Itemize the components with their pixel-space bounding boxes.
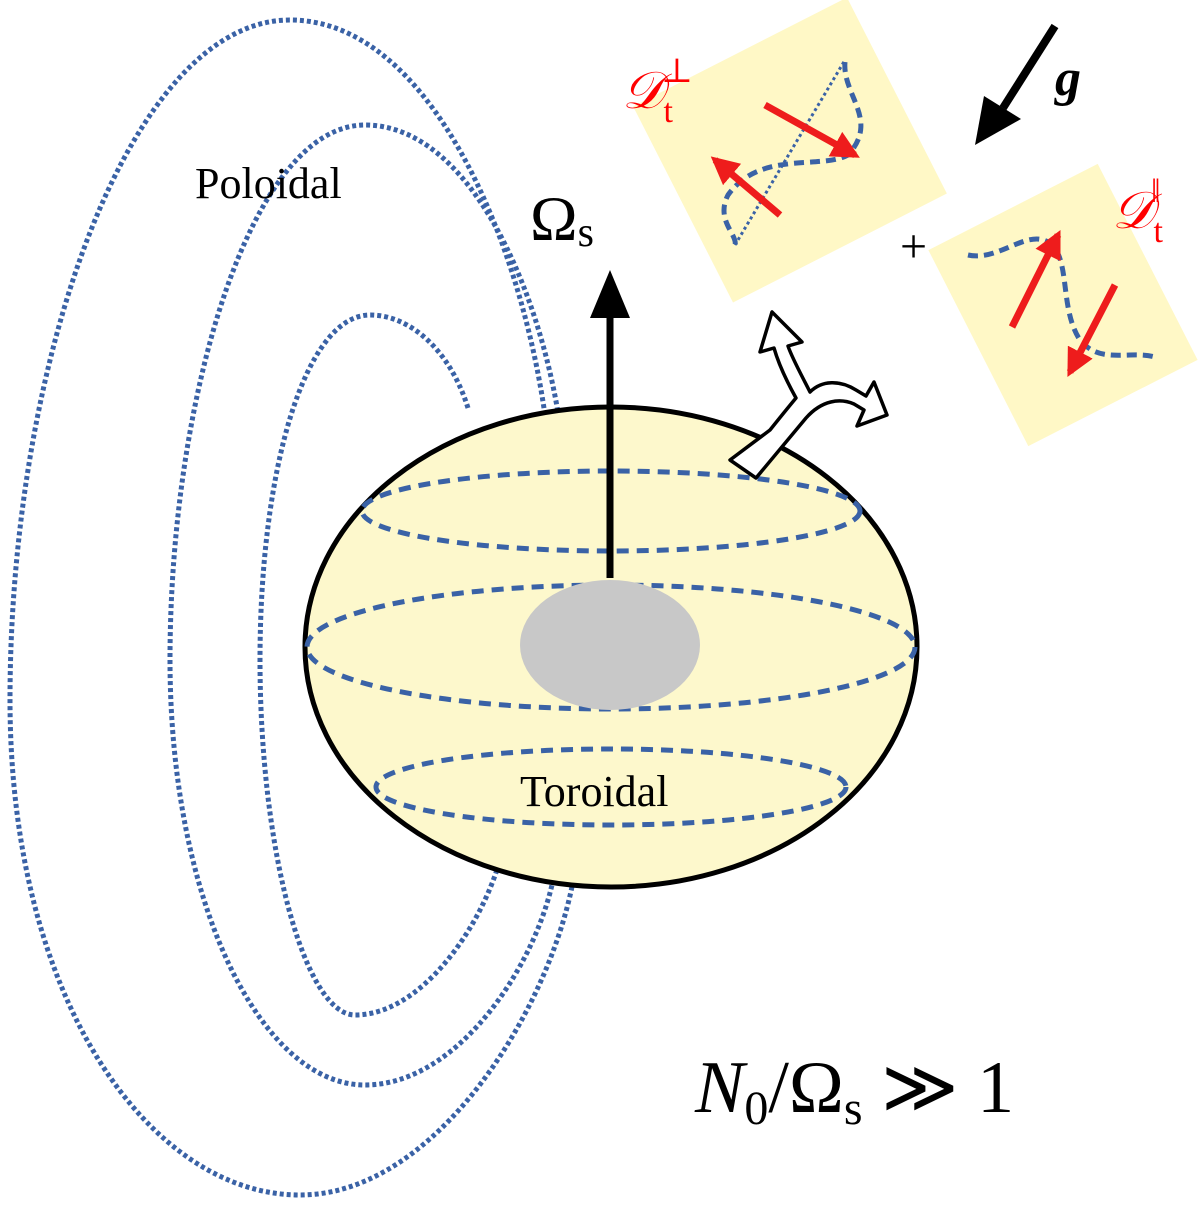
d-perp-sup: ⊥ <box>661 53 693 90</box>
ratio-rest: ≫ 1 <box>863 1047 1014 1129</box>
plus-sign: + <box>900 220 927 273</box>
d-perp-label: 𝒟t⊥ <box>622 53 693 130</box>
ratio-slash: / <box>768 1047 789 1129</box>
ratio-n: N <box>694 1047 748 1129</box>
ratio-omega: Ω <box>789 1047 844 1129</box>
toroidal-ring-upper <box>359 468 863 554</box>
buoyancy-ratio-label: N0/Ωs ≫ 1 <box>694 1047 1014 1135</box>
toroidal-label: Toroidal <box>520 767 668 816</box>
ratio-omega-sub: s <box>844 1082 863 1135</box>
poloidal-label: Poloidal <box>195 159 342 208</box>
omega-s-label: Ωs <box>530 183 594 256</box>
poloidal-field-lines <box>7 17 578 1198</box>
toroidal-ring-lower <box>373 746 849 828</box>
split-arrow-icon <box>728 310 889 480</box>
star <box>302 404 920 890</box>
poloidal-loop-middle <box>167 122 563 1088</box>
panel-d-parallel <box>928 163 1198 447</box>
poloidal-loop-inner <box>257 312 503 1018</box>
gravity-arrow-icon <box>975 23 1059 145</box>
gravity-label: g <box>1054 50 1081 107</box>
omega-symbol: Ω <box>530 183 578 254</box>
d-perp-sub: t <box>664 93 674 130</box>
d-parallel-sup: ‖ <box>1151 173 1161 210</box>
d-parallel-label: 𝒟t‖ <box>1112 173 1164 250</box>
ratio-n-sub: 0 <box>744 1082 768 1135</box>
rotation-axis-icon <box>590 270 630 578</box>
panel-d-perp <box>633 0 947 303</box>
omega-subscript: s <box>578 210 594 256</box>
d-parallel-sub: t <box>1154 213 1164 250</box>
star-core <box>520 580 700 710</box>
toroidal-field-lines <box>304 468 918 828</box>
toroidal-ring-equator <box>304 582 918 712</box>
poloidal-loop-outer <box>7 17 578 1198</box>
